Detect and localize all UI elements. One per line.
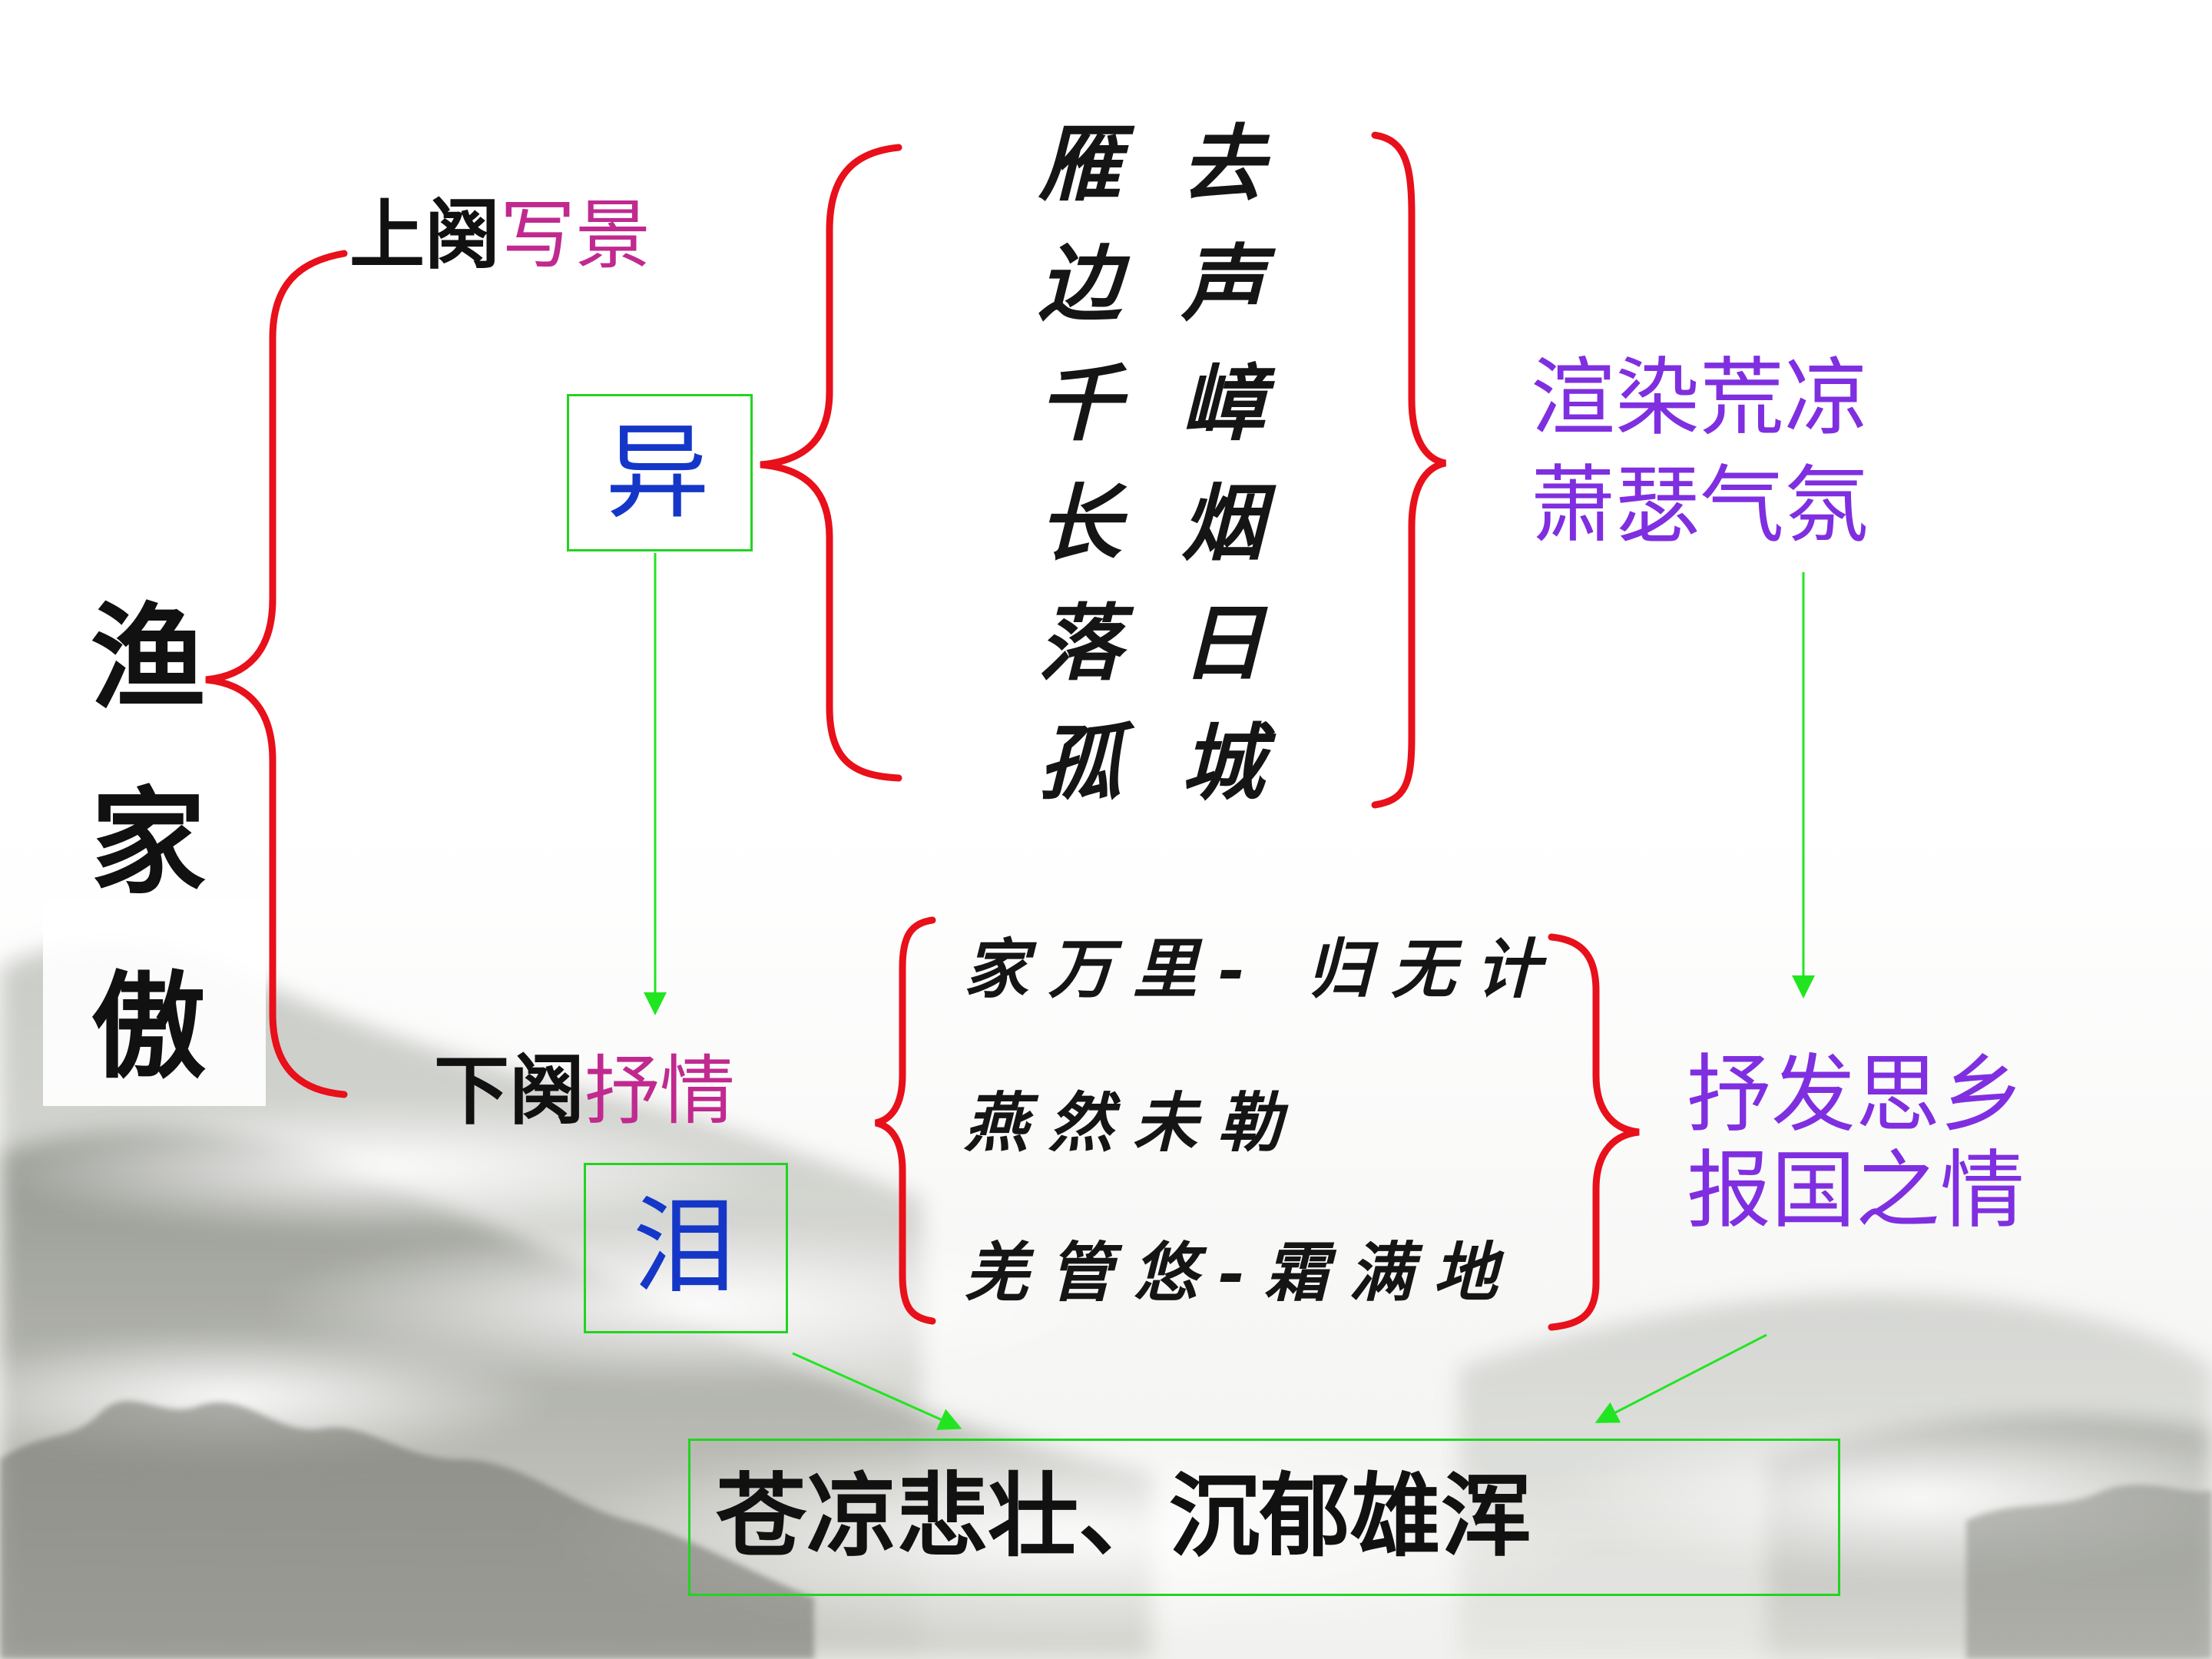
- upper-phrase-5: 落日: [1038, 595, 1325, 692]
- main-brace: [205, 250, 348, 1098]
- arrow-lower-box-to-conclusion: [792, 1352, 962, 1430]
- lower-section-label: 下阕抒情: [434, 1054, 735, 1130]
- lower-verse-2: 燕然未勒: [964, 1084, 1303, 1161]
- trees-silhouette: [0, 1400, 2212, 1659]
- lower-feeling-line-1: 抒发思乡: [1687, 1045, 2025, 1144]
- title-char-1: 渔: [91, 591, 207, 726]
- upper-section-label: 上阕写景: [349, 198, 651, 274]
- conclusion-text: 苍凉悲壮、沉郁雄浑: [716, 1462, 1532, 1569]
- lower-left-brace: [874, 916, 936, 1325]
- upper-key-char: 异: [605, 412, 710, 534]
- lower-key-char: 泪: [632, 1187, 737, 1308]
- lower-feeling-line-2: 报国之情: [1687, 1141, 2025, 1240]
- upper-accent-text: 写景: [500, 192, 651, 280]
- title-char-3: 傲: [91, 959, 207, 1094]
- upper-key-box: [567, 394, 753, 551]
- upper-phrase-3: 千嶂: [1038, 356, 1325, 452]
- lower-verse-1: 家万里- 归无计: [964, 931, 1561, 1007]
- lower-right-brace: [1548, 933, 1640, 1331]
- upper-phrase-1: 雁去: [1038, 116, 1325, 213]
- upper-left-brace: [760, 144, 902, 782]
- upper-feeling-line-2: 萧瑟气氛: [1531, 456, 1869, 555]
- upper-phrase-4: 长烟: [1038, 475, 1325, 572]
- lower-accent-text: 抒情: [584, 1048, 736, 1135]
- lower-label-text: 下阕: [434, 1047, 585, 1135]
- conclusion-box: [688, 1439, 1840, 1596]
- title-char-2: 家: [91, 775, 207, 910]
- arrow-lower-feeling-to-conclusion: [1594, 1333, 1767, 1423]
- upper-phrase-2: 边声: [1038, 236, 1325, 333]
- lower-verse-3: 羌管悠-霜满地: [964, 1234, 1518, 1310]
- upper-label-text: 上阕: [349, 191, 501, 280]
- upper-phrase-6: 孤城: [1038, 715, 1325, 812]
- lower-key-box: [584, 1163, 788, 1333]
- upper-feeling-line-1: 渲染荒凉: [1531, 349, 1869, 447]
- upper-right-brace: [1371, 131, 1447, 809]
